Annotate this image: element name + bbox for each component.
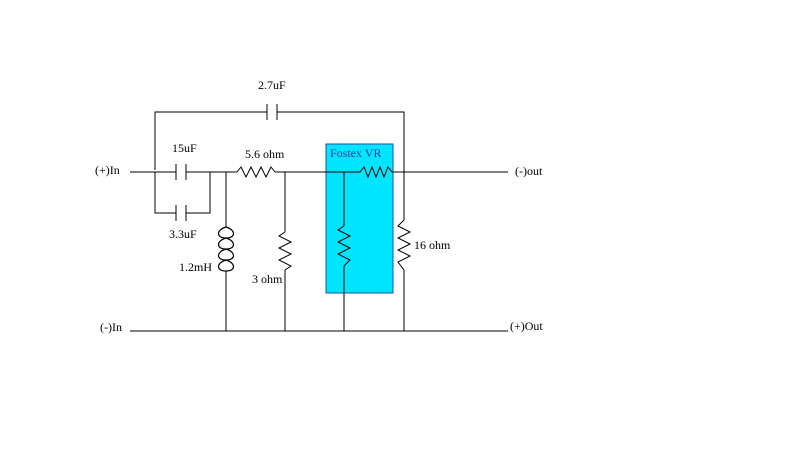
label-in-positive: (+)In: [95, 163, 120, 177]
vr-series-resistor: [346, 165, 508, 179]
label-out-positive: (+)Out: [510, 319, 543, 333]
input-positive-line: [130, 164, 237, 180]
label-inductor-1-2mh: 1.2mH: [179, 260, 212, 274]
label-res-16-ohm: 16 ohm: [414, 238, 451, 252]
vr-shunt-resistor: [336, 172, 352, 331]
resistor-16-ohm: [396, 219, 412, 331]
resistor-3-ohm: [277, 172, 293, 331]
label-in-negative: (-)In: [100, 320, 122, 334]
label-cap-2-7uf: 2.7uF: [258, 78, 286, 92]
label-res-3-ohm: 3 ohm: [252, 272, 283, 286]
inductor-1-2mh: [210, 171, 235, 331]
fostex-vr-box: [325, 143, 394, 294]
label-out-negative: (-)out: [515, 164, 543, 178]
label-cap-3-3uf: 3.3uF: [169, 227, 197, 241]
bridge-capacitor-wire: [154, 104, 405, 220]
label-res-5-6-ohm: 5.6 ohm: [245, 147, 285, 161]
label-fostex-vr: Fostex VR: [330, 146, 381, 160]
label-cap-15uf: 15uF: [172, 141, 197, 155]
parallel-capacitor-loop: [154, 172, 211, 221]
resistor-5-6-ohm: [236, 165, 346, 179]
